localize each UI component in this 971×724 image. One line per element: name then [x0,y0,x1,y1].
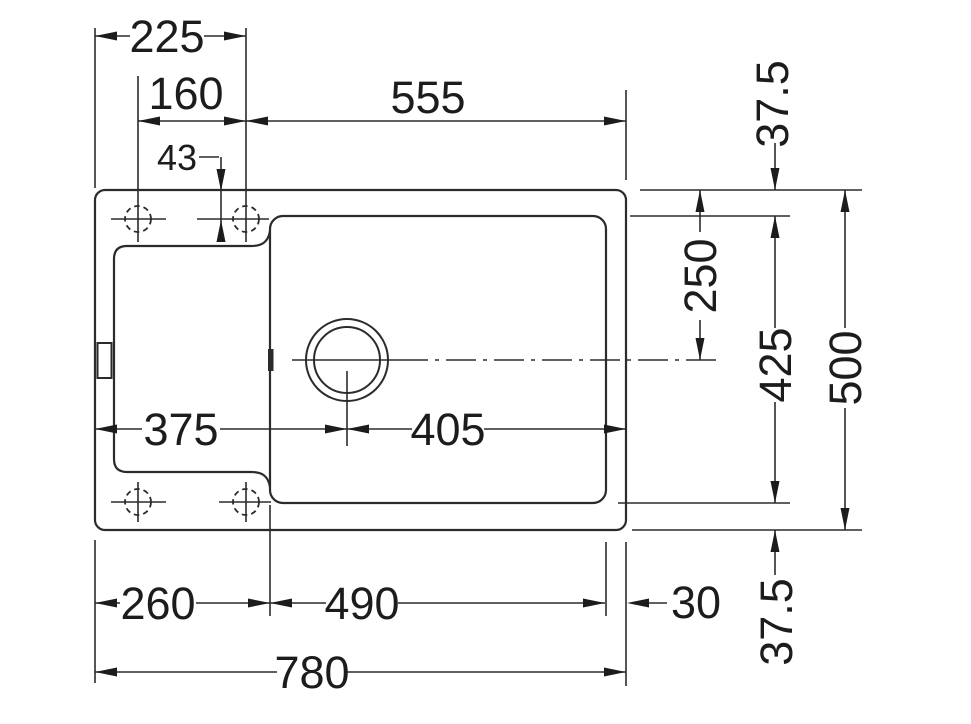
dimension-labels: 225 160 555 43 375 405 260 490 30 780 37… [120,11,871,698]
tap-holes [111,205,271,522]
extension-lines [94,28,862,686]
dim-label-37-5-bottom: 37.5 [751,578,802,666]
sink-outer-outline [93,188,628,532]
dim-label-490: 490 [324,578,399,629]
drainer-outline [112,230,272,488]
dim-label-43: 43 [157,137,197,178]
dim-label-30: 30 [671,577,721,628]
dim-label-425: 425 [750,327,801,402]
dim-label-500: 500 [820,330,871,405]
dim-label-555: 555 [390,72,465,123]
dim-label-37-5-top: 37.5 [747,60,798,148]
bowl-edge-slot-mark [268,349,274,371]
dim-label-405: 405 [410,404,485,455]
dimension-lines [95,35,846,673]
dim-label-160: 160 [148,68,223,119]
dim-label-780: 780 [274,647,349,698]
dimension-arrows [95,31,850,677]
overflow-slot [96,342,113,379]
dim-label-260: 260 [120,578,195,629]
dim-label-375: 375 [143,404,218,455]
drain [292,318,720,446]
dim-label-250: 250 [675,238,726,313]
dim-label-225: 225 [129,11,204,62]
